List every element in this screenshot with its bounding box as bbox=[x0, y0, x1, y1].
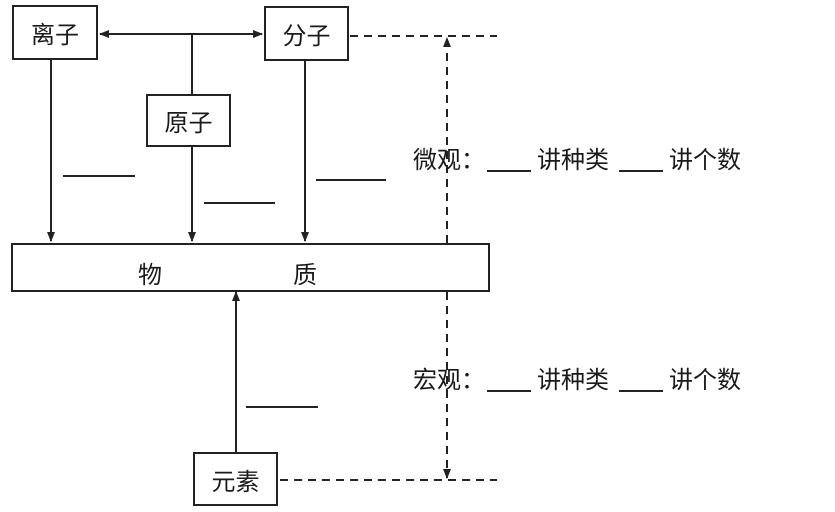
molecule-label: 分子 bbox=[282, 22, 331, 50]
micro-prefix: 微观： bbox=[413, 146, 485, 174]
micro-blank-kind bbox=[487, 170, 531, 172]
molecule-box: 分子 bbox=[264, 6, 349, 61]
substance-box: 物 质 bbox=[11, 243, 490, 292]
ion-box: 离子 bbox=[12, 5, 98, 60]
macro-blank-count bbox=[619, 390, 663, 392]
micro-kind-text: 讲种类 bbox=[537, 146, 609, 174]
macro-blank-kind bbox=[487, 390, 531, 392]
micro-blank-count bbox=[619, 170, 663, 172]
substance-char-1: 物 bbox=[138, 261, 162, 289]
macro-row: 宏观： 讲种类 讲个数 bbox=[413, 360, 741, 395]
atom-box: 原子 bbox=[146, 94, 231, 147]
macro-kind-text: 讲种类 bbox=[537, 366, 609, 394]
substance-char-2: 质 bbox=[293, 261, 317, 289]
element-label: 元素 bbox=[211, 467, 260, 496]
macro-count-text: 讲个数 bbox=[669, 366, 741, 394]
ion-label: 离子 bbox=[31, 21, 79, 49]
micro-count-text: 讲个数 bbox=[669, 146, 741, 174]
atom-label: 原子 bbox=[164, 109, 213, 137]
micro-row: 微观： 讲种类 讲个数 bbox=[413, 140, 741, 175]
element-box: 元素 bbox=[193, 452, 278, 506]
macro-prefix: 宏观： bbox=[413, 366, 485, 394]
